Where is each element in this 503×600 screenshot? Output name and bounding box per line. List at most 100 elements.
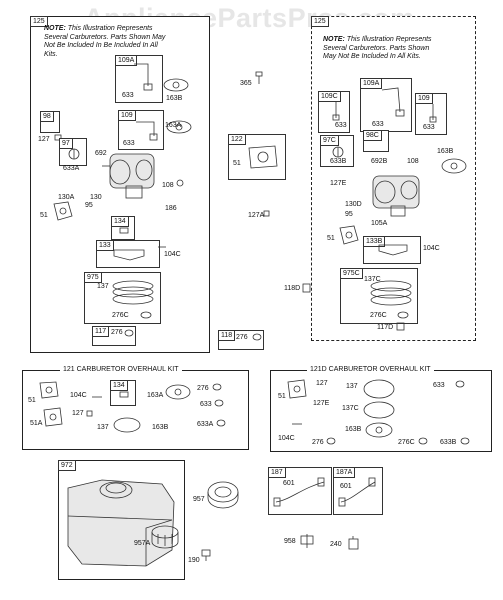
part-label: 97: [59, 138, 73, 149]
kit-title: 121 CARBURETOR OVERHAUL KIT: [60, 366, 182, 374]
part-label: 109C: [318, 91, 341, 102]
part-label: 108: [162, 182, 174, 189]
float-pin-icon: [158, 246, 166, 248]
part-box-133: [96, 240, 160, 268]
fuel-filter-icon: [348, 536, 359, 550]
part-label: 134: [110, 380, 128, 391]
jet-icon: [54, 134, 62, 141]
part-label: 137: [346, 383, 358, 390]
part-label: 51A: [30, 420, 43, 427]
part-label: 97C: [320, 135, 339, 146]
fuel-cap-icon: [207, 481, 239, 509]
part-label: 163B: [166, 95, 183, 102]
part-label: 122: [228, 134, 246, 145]
part-label: 104C: [278, 435, 295, 442]
part-label: 98: [40, 111, 54, 122]
part-label: 127E: [313, 400, 330, 407]
gasket-icon: [165, 384, 191, 400]
choke-link-icon: [381, 87, 405, 117]
part-label: 109A: [360, 78, 383, 89]
part-box-109a: [115, 55, 163, 103]
part-label: 633: [122, 92, 134, 99]
part-label: 109: [415, 93, 433, 104]
float-needle-icon: [119, 227, 129, 234]
part-label: 137: [97, 283, 109, 290]
part-label: 117D: [377, 324, 394, 331]
part-label: 137C: [364, 276, 381, 283]
part-label: 163A: [165, 122, 182, 129]
o-ring-icon: [363, 401, 395, 419]
float-needle-icon: [119, 391, 129, 398]
jet-icon: [86, 410, 93, 417]
part-label: 601: [283, 480, 295, 487]
part-label: 130A: [58, 194, 75, 201]
part-label: 108: [407, 158, 419, 165]
part-label: 276: [312, 439, 324, 446]
washer-icon: [252, 333, 262, 341]
float-bowl-ring-icon: [112, 280, 154, 305]
part-label: 163B: [437, 148, 454, 155]
part-label: 127: [38, 136, 50, 143]
kit-121d-group: [270, 370, 492, 452]
gasket-icon: [287, 379, 307, 399]
washer-icon: [140, 311, 152, 319]
note-text: This Illustration Represents Several Car…: [44, 25, 166, 58]
washer-icon: [397, 311, 409, 319]
part-label: 276: [111, 329, 123, 336]
part-label: 105A: [371, 220, 388, 227]
kit-title: 121D CARBURETOR OVERHAUL KIT: [307, 366, 434, 374]
part-label: 957: [193, 496, 205, 503]
washer-icon: [216, 419, 226, 427]
part-label: 240: [330, 541, 342, 548]
part-label: 975C: [340, 268, 363, 279]
throttle-link-icon: [136, 121, 158, 141]
float-icon: [378, 244, 408, 256]
part-label: 127: [316, 380, 328, 387]
fuel-tank-icon: [67, 479, 175, 567]
part-label: 163B: [345, 426, 362, 433]
part-label: 633: [123, 140, 135, 147]
gasket-icon: [39, 381, 59, 399]
part-label: 601: [340, 483, 352, 490]
gasket-icon: [43, 407, 63, 427]
jet-icon: [263, 210, 270, 217]
fuel-line-icon: [338, 477, 376, 507]
carburetor-body-icon: [372, 175, 420, 217]
part-label: 98C: [363, 130, 382, 141]
note-text: This Illustration Represents Several Car…: [323, 36, 432, 60]
part-label: 104C: [164, 251, 181, 258]
fuel-line-icon: [273, 477, 325, 507]
shutoff-valve-icon: [300, 534, 314, 548]
part-label: 186: [165, 205, 177, 212]
part-label: 276: [236, 334, 248, 341]
spacer-icon: [248, 145, 278, 169]
part-label: 51: [278, 393, 286, 400]
part-label: 975: [84, 272, 102, 283]
part-label: 109A: [115, 55, 138, 66]
gasket-icon: [365, 422, 393, 438]
note-label: NOTE:: [323, 36, 345, 43]
gasket-icon: [163, 78, 189, 92]
washer-icon: [326, 437, 336, 445]
part-label: 276C: [398, 439, 415, 446]
note-right: NOTE: This Illustration Represents Sever…: [323, 36, 443, 62]
washer-icon: [124, 329, 134, 337]
part-label: 127E: [330, 180, 347, 187]
fitting-icon: [396, 322, 405, 331]
gasket-icon: [166, 120, 192, 134]
choke-link-icon: [332, 102, 340, 121]
fitting-icon: [302, 283, 311, 293]
part-label: 633B: [440, 439, 457, 446]
part-label: 633A: [63, 165, 80, 172]
float-pin-icon: [292, 423, 302, 425]
part-label: 109: [118, 110, 136, 121]
part-label: 117: [92, 326, 110, 337]
part-label: 130D: [345, 201, 362, 208]
part-label: 137: [97, 424, 109, 431]
carburetor-body-icon: [102, 153, 155, 199]
throttle-link-icon: [429, 104, 437, 123]
washer-icon: [460, 437, 470, 445]
part-label: 134: [111, 216, 129, 227]
part-label: 95: [85, 202, 93, 209]
part-label: 187A: [333, 467, 356, 478]
